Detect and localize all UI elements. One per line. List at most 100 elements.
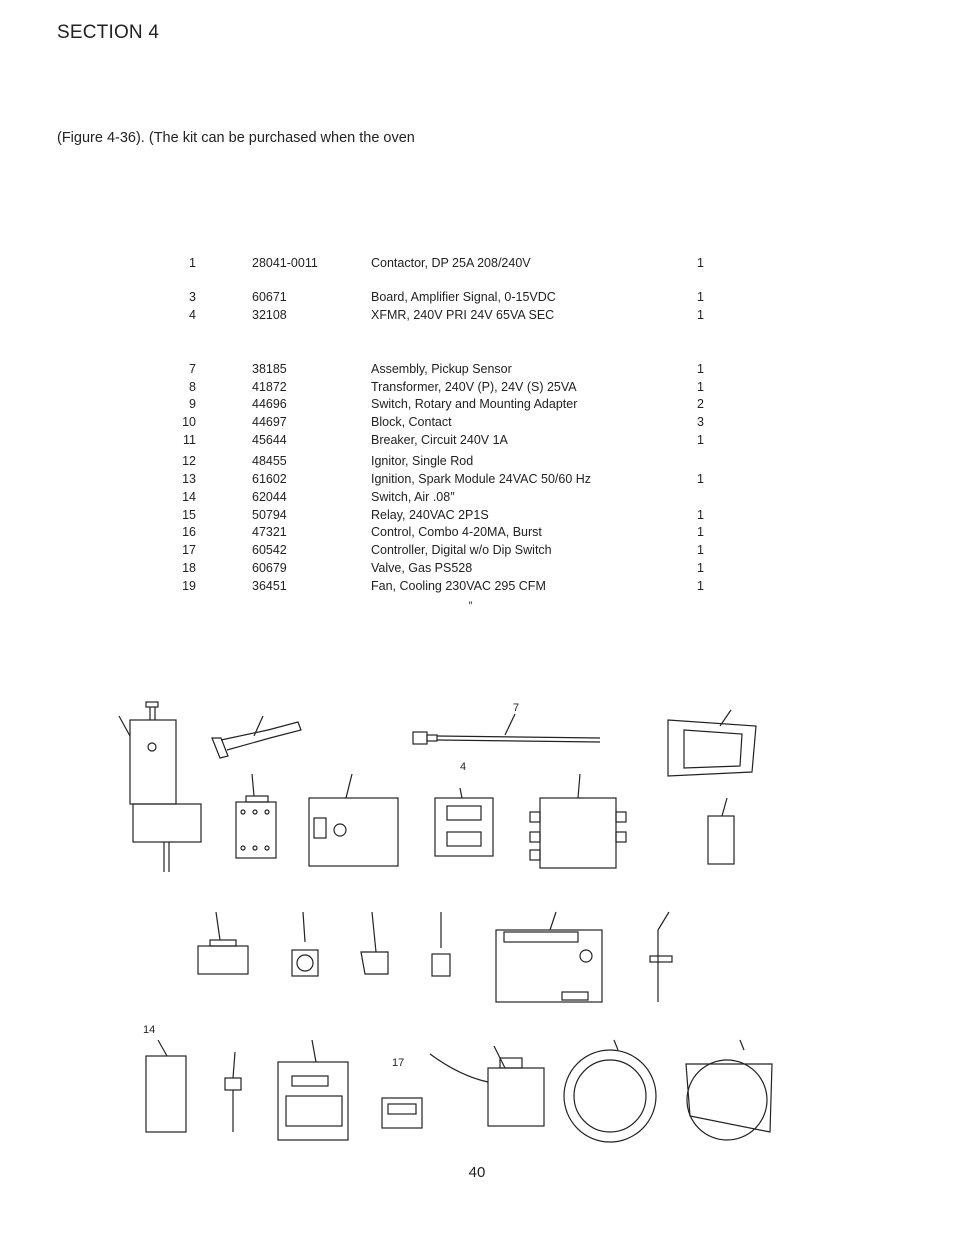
air-switch-illustration: 14	[143, 1024, 187, 1133]
part-number: 47321	[252, 525, 287, 539]
item-number: 17	[182, 543, 196, 557]
table-row: 11 45644 Breaker, Circuit 240V 1A 1	[0, 433, 954, 451]
table-row: 1 28041-0011 Contactor, DP 25A 208/240V …	[0, 256, 954, 274]
part-description: Contactor, DP 25A 208/240V	[371, 256, 531, 270]
item-number: 14	[182, 490, 196, 504]
rotary-switch-illustration	[291, 911, 319, 977]
item-number: 10	[182, 415, 196, 429]
cooling-fan-illustration	[563, 1039, 657, 1143]
contact-block-illustration	[360, 911, 389, 975]
part-number: 61602	[252, 472, 287, 486]
table-row: 7 38185 Assembly, Pickup Sensor 1	[0, 362, 954, 380]
ignition-cable-illustration	[211, 715, 302, 759]
spark-module-illustration	[495, 911, 603, 1003]
table-row: 9 44696 Switch, Rotary and Mounting Adap…	[0, 397, 954, 415]
part-quantity: 2	[697, 397, 704, 411]
callout-label: 7	[513, 702, 519, 714]
item-number: 11	[183, 433, 196, 447]
parts-list-table: 1 28041-0011 Contactor, DP 25A 208/240V …	[0, 256, 954, 597]
part-quantity: 1	[697, 362, 704, 376]
part-description: Board, Amplifier Signal, 0-15VDC	[371, 290, 556, 304]
item-number: 18	[182, 561, 196, 575]
part-number: 60542	[252, 543, 287, 557]
part-description: Block, Contact	[371, 415, 452, 429]
part-description: Switch, Rotary and Mounting Adapter	[371, 397, 578, 411]
filter-module-illustration	[529, 773, 627, 869]
item-number: 13	[182, 472, 196, 486]
relay-illustration	[707, 797, 735, 865]
contactor-illustration	[235, 773, 277, 859]
part-number: 38185	[252, 362, 287, 376]
part-description: Controller, Digital w/o Dip Switch	[371, 543, 552, 557]
part-quantity: 1	[697, 308, 704, 322]
part-quantity: 1	[697, 579, 704, 593]
part-quantity: 3	[697, 415, 704, 429]
pickup-sensor-illustration: 7	[412, 702, 601, 745]
part-number: 60671	[252, 290, 287, 304]
part-description: Switch, Air .08″	[371, 490, 455, 504]
circuit-breaker-illustration	[431, 912, 451, 977]
relay-plug-illustration	[224, 1051, 242, 1132]
part-number: 32108	[252, 308, 287, 322]
part-quantity: 1	[697, 290, 704, 304]
part-description: Transformer, 240V (P), 24V (S) 25VA	[371, 380, 577, 394]
item-number: 3	[189, 290, 196, 304]
part-number: 36451	[252, 579, 287, 593]
part-description: Ignition, Spark Module 24VAC 50/60 Hz	[371, 472, 592, 486]
table-row: 4 32108 XFMR, 240V PRI 24V 65VA SEC 1	[0, 308, 954, 326]
item-number: 12	[182, 454, 196, 468]
part-number: 44696	[252, 397, 287, 411]
part-number: 44697	[252, 415, 287, 429]
item-number: 8	[189, 380, 196, 394]
part-quantity: 1	[697, 508, 704, 522]
flame-sensor-bracket-illustration	[667, 709, 757, 777]
part-quantity: 1	[697, 561, 704, 575]
table-row: 10 44697 Block, Contact 3	[0, 415, 954, 433]
xfmr-transformer-illustration: 4	[434, 761, 494, 857]
part-description: Breaker, Circuit 240V 1A	[371, 433, 508, 447]
control-transformer-illustration	[197, 911, 249, 975]
item-number: 9	[189, 397, 196, 411]
blower-housing-illustration	[685, 1039, 773, 1141]
part-quantity: 1	[697, 256, 704, 270]
page-number: 40	[468, 1164, 486, 1181]
single-rod-ignitor-illustration	[649, 911, 673, 1002]
combo-control-illustration	[277, 1039, 349, 1141]
part-quantity: 1	[697, 433, 704, 447]
part-description: Valve, Gas PS528	[371, 561, 473, 575]
intro-text: (Figure 4-36). (The kit can be purchased…	[57, 130, 415, 146]
part-quantity: 1	[697, 525, 704, 539]
table-row: 17 60542 Controller, Digital w/o Dip Swi…	[0, 543, 954, 561]
table-row: 16 47321 Control, Combo 4-20MA, Burst 1	[0, 525, 954, 543]
digital-controller-illustration: 17	[381, 1057, 423, 1129]
part-description: XFMR, 240V PRI 24V 65VA SEC	[371, 308, 555, 322]
amplifier-board-illustration	[308, 773, 399, 867]
stray-inch-mark: ″	[468, 600, 472, 612]
table-row: 13 61602 Ignition, Spark Module 24VAC 50…	[0, 472, 954, 490]
table-row: 3 60671 Board, Amplifier Signal, 0-15VDC…	[0, 290, 954, 308]
callout-label: 4	[460, 761, 466, 773]
item-number: 15	[182, 508, 196, 522]
item-number: 4	[189, 308, 196, 322]
part-description: Control, Combo 4-20MA, Burst	[371, 525, 542, 539]
part-number: 62044	[252, 490, 287, 504]
table-row: 19 36451 Fan, Cooling 230VAC 295 CFM 1	[0, 579, 954, 597]
section-title: SECTION 4	[57, 22, 160, 43]
part-description: Assembly, Pickup Sensor	[371, 362, 512, 376]
item-number: 1	[189, 256, 196, 270]
table-row: 12 48455 Ignitor, Single Rod	[0, 454, 954, 472]
table-row: 15 50794 Relay, 240VAC 2P1S 1	[0, 508, 954, 526]
item-number: 16	[182, 525, 196, 539]
part-quantity: 1	[697, 543, 704, 557]
part-quantity: 1	[697, 472, 704, 486]
motor-assembly-illustration	[118, 701, 202, 872]
callout-label: 14	[143, 1024, 155, 1036]
table-row: 14 62044 Switch, Air .08″	[0, 490, 954, 508]
gas-valve-illustration	[429, 1045, 545, 1127]
table-row: 8 41872 Transformer, 240V (P), 24V (S) 2…	[0, 380, 954, 398]
table-row: 18 60679 Valve, Gas PS528 1	[0, 561, 954, 579]
part-description: Relay, 240VAC 2P1S	[371, 508, 489, 522]
part-quantity: 1	[697, 380, 704, 394]
item-number: 7	[189, 362, 196, 376]
part-description: Fan, Cooling 230VAC 295 CFM	[371, 579, 546, 593]
